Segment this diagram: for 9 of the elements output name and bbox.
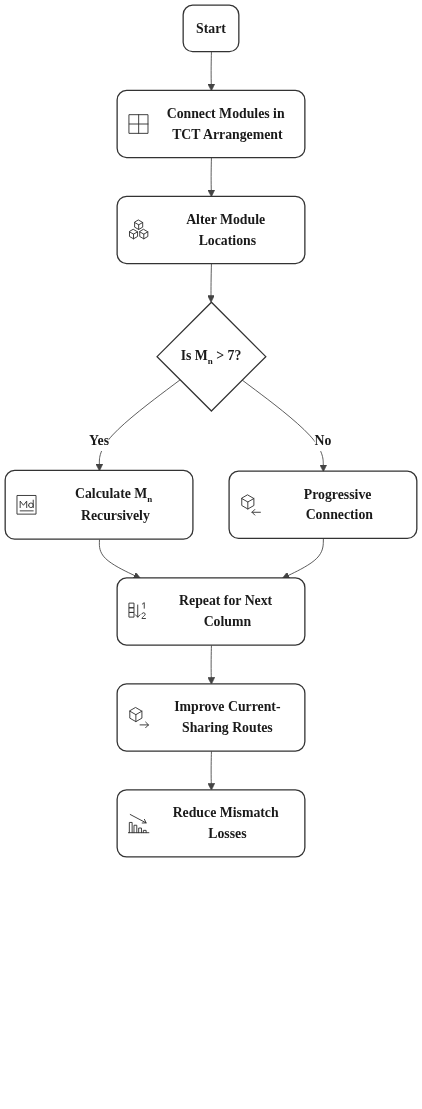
step-text: Calculate M$_{n}$ Recursively (74, 484, 154, 525)
step-text: Start (196, 19, 226, 38)
step-text: Repeat for Next Column (178, 592, 274, 631)
step-text: Alter Module Locations (185, 210, 267, 250)
step-text: Reduce Mismatch Losses (171, 804, 280, 843)
step-text: Progressive Connection (302, 485, 374, 525)
step-text: Is M$_{n}$ > 7? (180, 347, 242, 368)
step-text: Connect Modules in TCT Arrangement (165, 104, 286, 144)
step-text: Improve Current-Sharing Routes (173, 698, 282, 737)
